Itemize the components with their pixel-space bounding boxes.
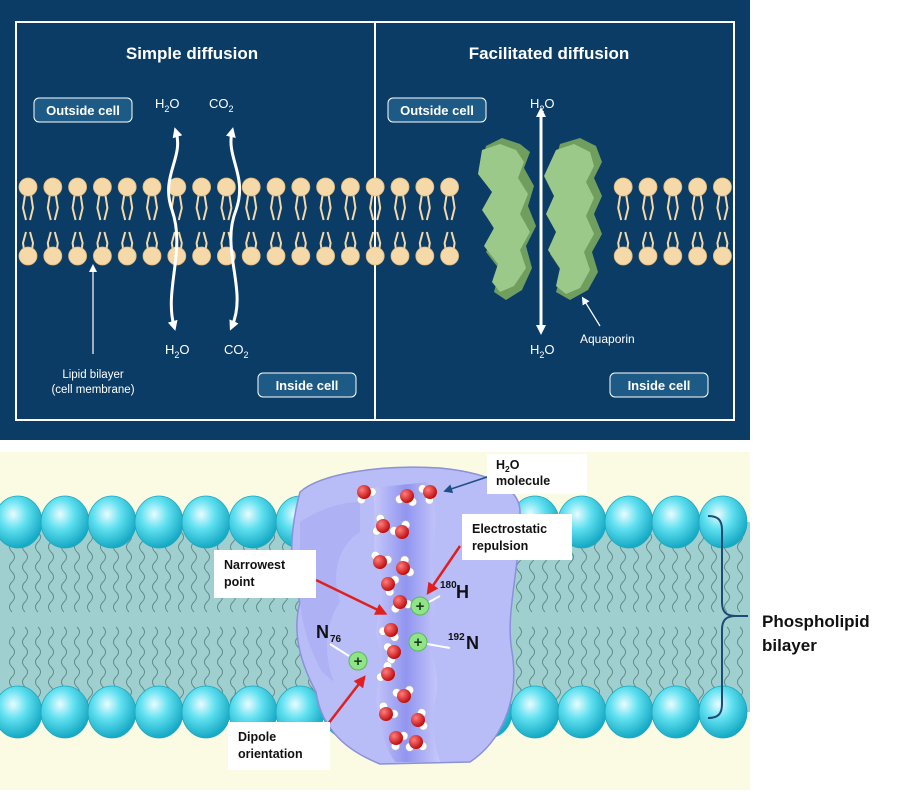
- lipid-bilayer: [18, 177, 732, 266]
- h2o-label-top: H2O: [155, 96, 180, 114]
- outside-cell-label-right: Outside cell: [387, 97, 487, 123]
- svg-text:Inside cell: Inside cell: [628, 378, 691, 393]
- svg-text:molecule: molecule: [496, 474, 550, 488]
- bilayer-bracket: [707, 515, 748, 719]
- h2o-diffusion-arrow: [167, 127, 183, 331]
- phospholipid-label-line1: Phospholipid: [762, 612, 870, 631]
- diffusion-panel: Simple diffusion Facilitated diffusion O…: [0, 0, 750, 440]
- svg-text:orientation: orientation: [238, 747, 303, 761]
- residue-h180: + 180 H: [410, 580, 469, 616]
- lipid-bilayer-label: Lipid bilayer: [62, 369, 124, 381]
- svg-text:H2O: H2O: [496, 458, 520, 474]
- water-channel: [372, 482, 440, 762]
- svg-text:Outside cell: Outside cell: [400, 103, 474, 118]
- svg-text:N: N: [316, 622, 329, 642]
- svg-text:+: +: [416, 598, 425, 615]
- aquaporin-protein: [478, 138, 602, 300]
- dipole-callout: Dipole orientation: [228, 722, 330, 770]
- aquaporin-channel-diagram: + 180 H + 192 N + N 76 H2O molecule Elec…: [0, 452, 750, 790]
- svg-text:Narrowest: Narrowest: [224, 558, 286, 572]
- svg-text:point: point: [224, 575, 255, 589]
- svg-text:180: 180: [440, 580, 457, 591]
- svg-text:Inside cell: Inside cell: [276, 378, 339, 393]
- water-molecules: [356, 484, 437, 752]
- svg-text:repulsion: repulsion: [472, 539, 528, 553]
- h2o-pointer: [443, 475, 491, 494]
- phospholipid-label-line2: bilayer: [762, 636, 817, 655]
- inside-cell-label-right: Inside cell: [609, 372, 709, 398]
- h2o-label-facilitated-top: H2O: [530, 96, 555, 114]
- h2o-molecule-callout: H2O molecule: [487, 454, 587, 494]
- narrowest-arrow: [315, 578, 388, 615]
- co2-label-top: CO2: [209, 96, 234, 114]
- svg-text:Dipole: Dipole: [238, 730, 276, 744]
- repulsion-arrow: [426, 545, 462, 595]
- phospholipid-bilayer-label: Phospholipid bilayer: [762, 610, 870, 658]
- inside-cell-label-left: Inside cell: [257, 372, 357, 398]
- svg-text:H: H: [456, 582, 469, 602]
- svg-text:76: 76: [330, 634, 342, 645]
- dipole-arrow: [327, 675, 366, 725]
- aquaporin-label: Aquaporin: [580, 332, 635, 346]
- co2-label-bottom: CO2: [224, 342, 249, 360]
- electrostatic-callout: Electrostatic repulsion: [462, 514, 572, 560]
- svg-text:+: +: [354, 653, 363, 670]
- h2o-label-bottom: H2O: [165, 342, 190, 360]
- residue-n76: + N 76: [316, 622, 368, 671]
- cell-membrane-label: (cell membrane): [51, 384, 134, 396]
- svg-text:Electrostatic: Electrostatic: [472, 522, 547, 536]
- aquaporin-pointer: [581, 296, 601, 327]
- outside-cell-label-left: Outside cell: [33, 97, 133, 123]
- svg-text:N: N: [466, 633, 479, 653]
- svg-text:+: +: [414, 634, 423, 651]
- svg-text:Outside cell: Outside cell: [46, 103, 120, 118]
- residue-n192: + 192 N: [408, 632, 479, 653]
- svg-text:192: 192: [448, 632, 465, 643]
- diffusion-diagram: Simple diffusion Facilitated diffusion O…: [15, 21, 735, 421]
- simple-diffusion-title: Simple diffusion: [126, 44, 258, 63]
- aquaporin-channel-panel: + 180 H + 192 N + N 76 H2O molecule Elec…: [0, 452, 750, 790]
- co2-diffusion-arrow: [226, 127, 242, 331]
- facilitated-diffusion-title: Facilitated diffusion: [469, 44, 630, 63]
- narrowest-callout: Narrowest point: [214, 550, 316, 598]
- h2o-label-facilitated-bottom: H2O: [530, 342, 555, 360]
